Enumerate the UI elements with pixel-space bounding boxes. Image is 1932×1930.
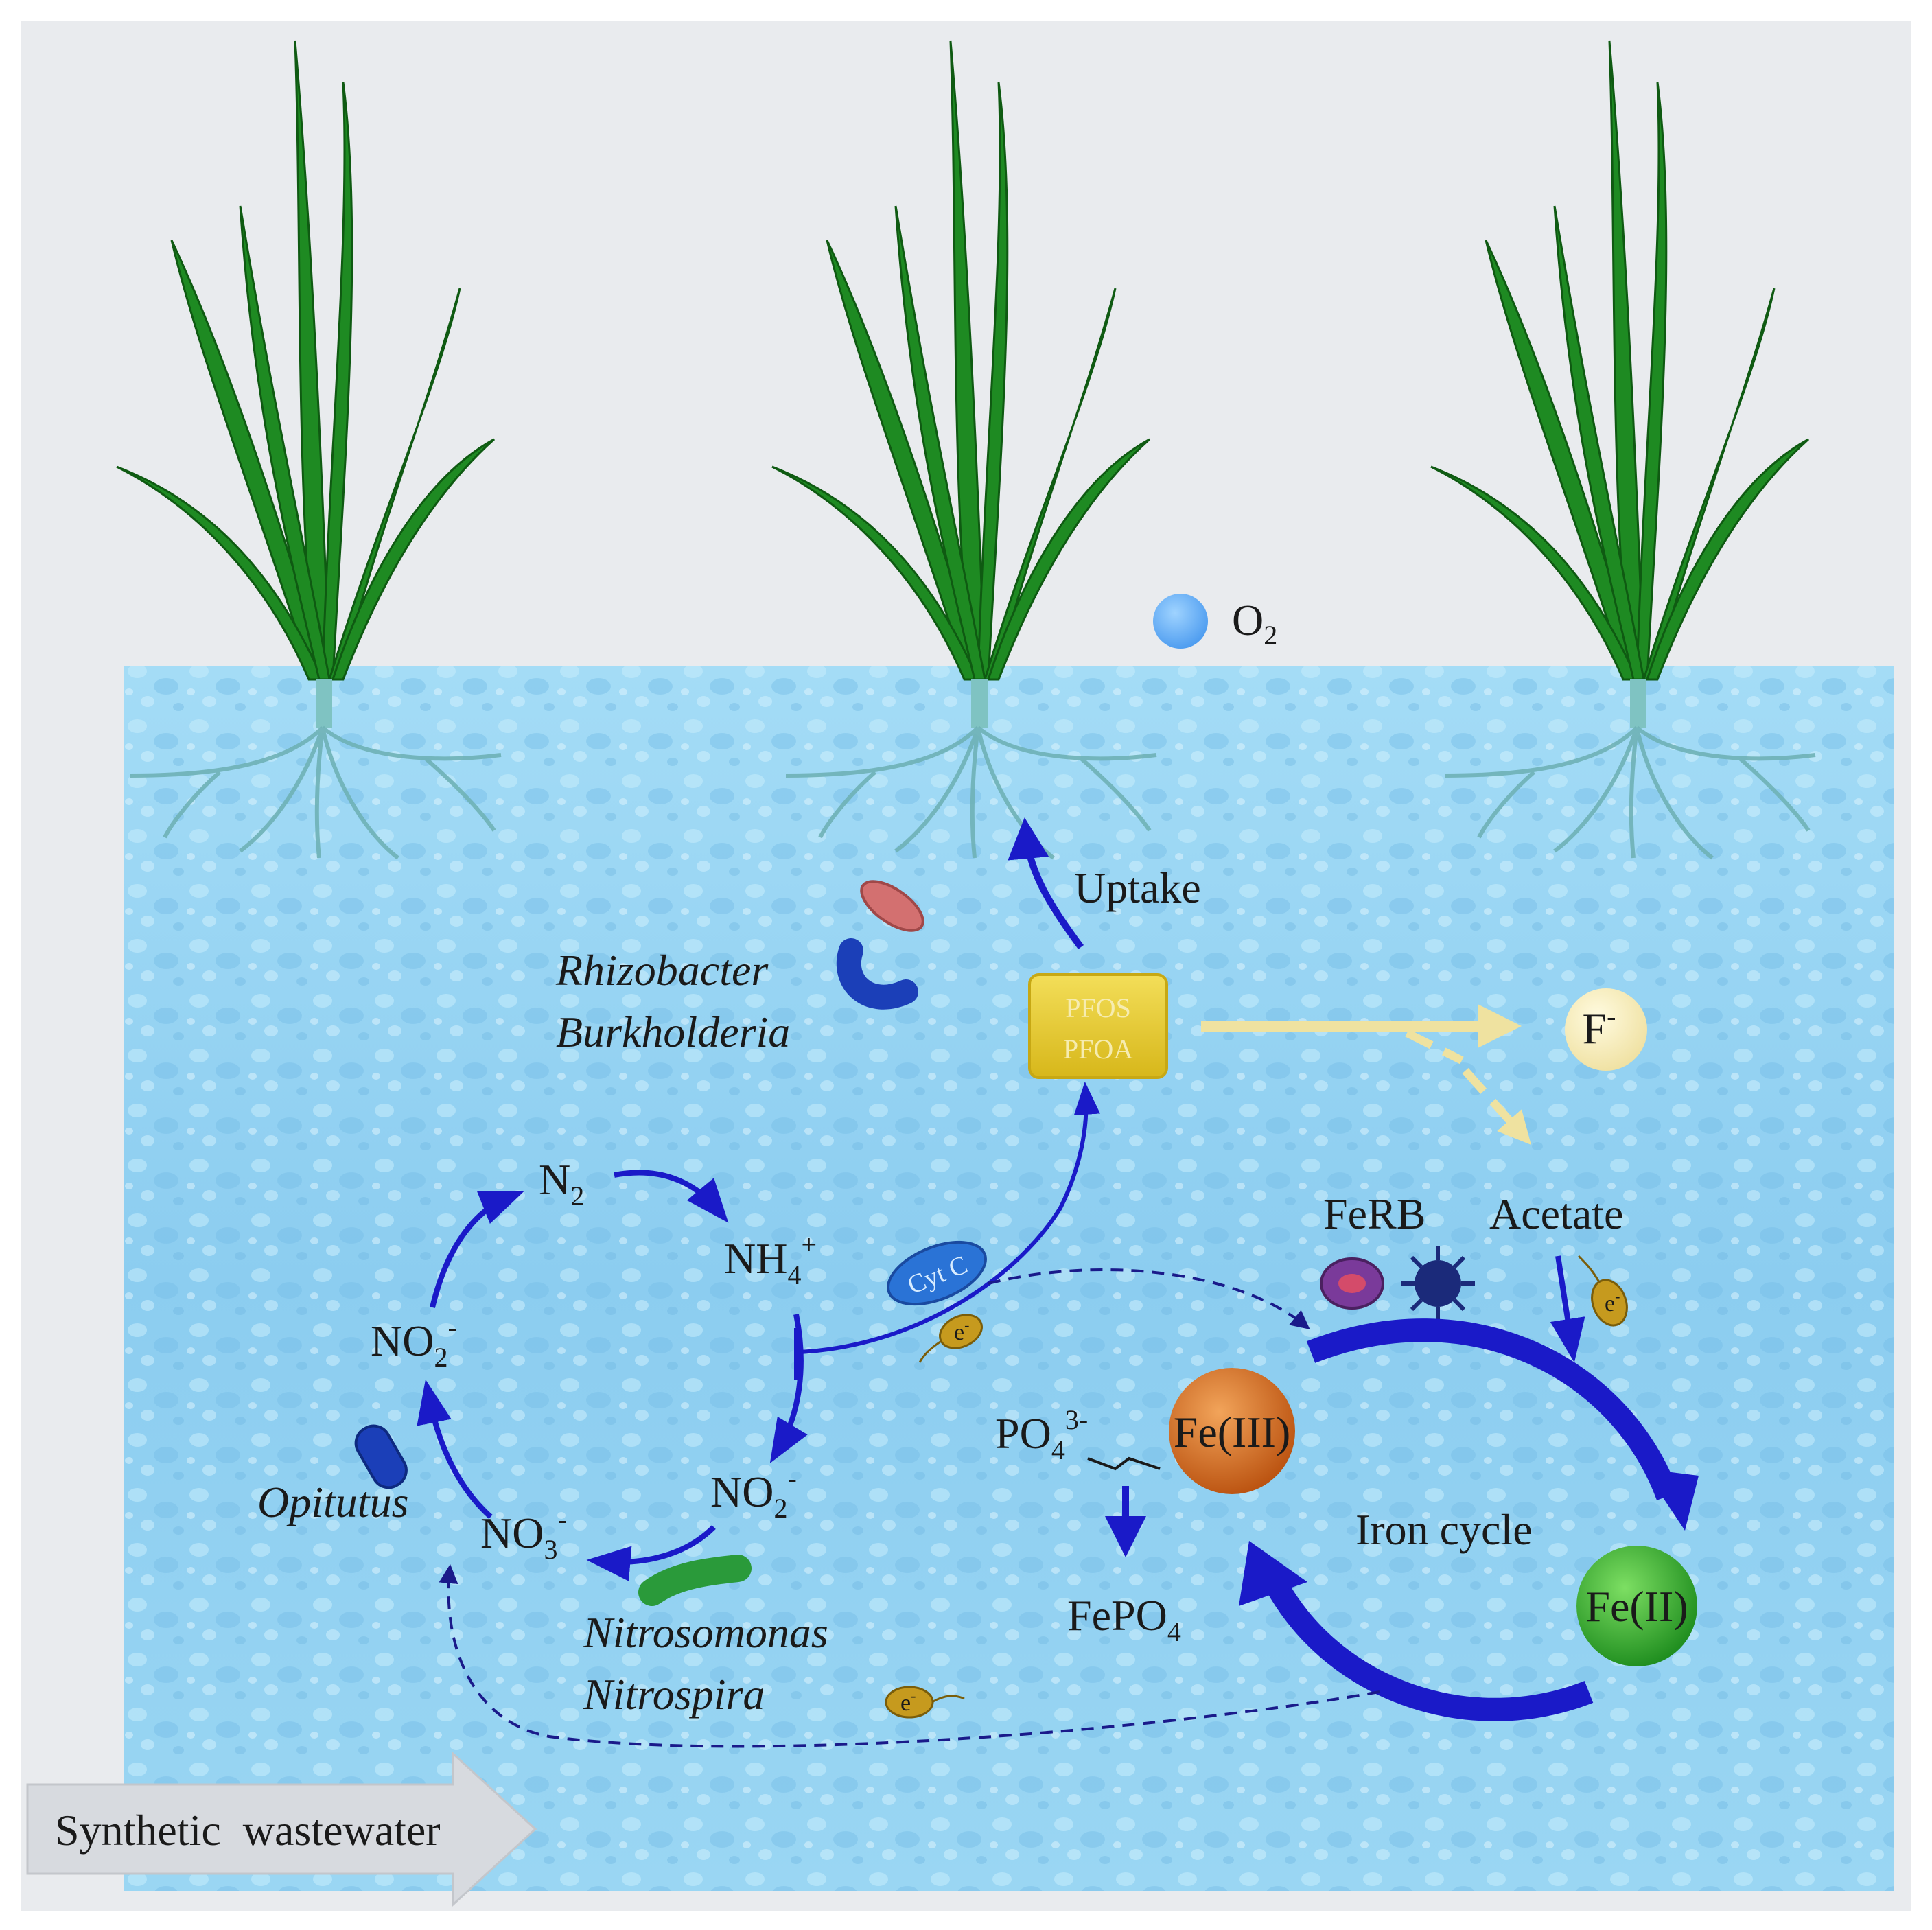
plant-middle	[771, 40, 1157, 860]
no2-to-n2-arrow	[430, 1191, 524, 1308]
fe2-ion	[1576, 1546, 1697, 1666]
plant-left	[116, 40, 502, 860]
acetate-label: Acetate	[1489, 1189, 1623, 1238]
plant-leaves	[1430, 40, 1810, 681]
no3-to-no2-arrow	[417, 1379, 493, 1519]
iron-cycle-upper-arrow	[1306, 1318, 1679, 1500]
no3-label: NO3-	[480, 1504, 567, 1565]
oxygen-label: O2	[1232, 596, 1277, 651]
fluoride-ion	[1565, 988, 1647, 1071]
po4-bond-zigzag	[1087, 1456, 1161, 1471]
nitrosomonas-cell	[638, 1555, 752, 1606]
plant-stem	[971, 679, 988, 728]
fe3-ion	[1169, 1368, 1295, 1494]
burkholderia-cell	[836, 938, 918, 1010]
nh4-label: NH4+	[724, 1229, 817, 1290]
fluoride-label: F-	[1583, 1001, 1616, 1053]
electron-acetate: e-	[1577, 1255, 1628, 1327]
no2-bottom-label: NO2-	[710, 1463, 797, 1524]
cytc-cloud: Cyt C	[887, 1240, 987, 1306]
ferb-cell-core	[1338, 1274, 1366, 1293]
electron-cytc: e-	[918, 1314, 983, 1363]
ferb-spiky-cell	[1401, 1246, 1475, 1321]
acetate-production-arrow	[1462, 1068, 1531, 1145]
nh4-to-no2-arrow	[769, 1314, 808, 1463]
pfoa-label: PFOA	[1063, 1034, 1133, 1065]
defluorination-branch	[1405, 1029, 1464, 1065]
n2-label: N2	[539, 1155, 584, 1211]
plant-roots	[1444, 725, 1816, 860]
pfos-label: PFOS	[1065, 992, 1131, 1023]
oxygen-bubble	[1153, 594, 1208, 649]
no2-to-no3-arrow	[586, 1525, 716, 1581]
electron-transfer-arrow	[988, 1268, 1310, 1329]
acetate-to-iron-arrow	[1550, 1255, 1585, 1363]
uptake-arrow	[1008, 817, 1084, 949]
iron-cycle-label: Iron cycle	[1355, 1505, 1533, 1554]
wastewater-inflow-arrow	[26, 1751, 537, 1907]
fe2-label: Fe(II)	[1585, 1582, 1688, 1631]
ferb-label: FeRB	[1323, 1189, 1425, 1238]
rhizobacter-label: Rhizobacter	[555, 946, 769, 995]
electron-bottom-label: e-	[900, 1687, 916, 1716]
plant-stem	[316, 679, 332, 728]
nitrospira-label: Nitrospira	[583, 1670, 765, 1719]
opitutus-label: Opitutus	[257, 1478, 408, 1526]
n2-to-nh4-arrow	[614, 1170, 729, 1223]
wastewater-label: Synthetic wastewater	[55, 1806, 441, 1855]
plant-leaves	[771, 40, 1151, 681]
rhizobacter-cell	[860, 880, 924, 932]
plant-leaves	[116, 40, 496, 681]
iron-cycle-lower-arrow	[1266, 1579, 1594, 1721]
nh4-to-pfos-arrow	[799, 1081, 1101, 1354]
burkholderia-label: Burkholderia	[556, 1008, 790, 1056]
no2-left-label: NO2-	[371, 1312, 457, 1373]
plant-roots	[130, 725, 502, 860]
fe3-label: Fe(III)	[1174, 1408, 1291, 1456]
iron-cycle-lower-arrowhead	[1239, 1541, 1307, 1606]
plant-right	[1430, 40, 1816, 860]
po4-label: PO43-	[995, 1404, 1088, 1465]
pfos-pfoa-box	[1028, 973, 1168, 1079]
plant-roots	[785, 725, 1157, 860]
plant-stem	[1630, 679, 1646, 728]
nitrosomonas-label: Nitrosomonas	[583, 1608, 828, 1657]
electron-bottom: e-	[885, 1686, 965, 1719]
uptake-label: Uptake	[1074, 863, 1201, 912]
opitutus-cell	[354, 1424, 408, 1489]
electron-acetate-label: e-	[1605, 1288, 1620, 1316]
iron-cycle-upper-arrowhead	[1644, 1469, 1699, 1531]
fepo4-label: FePO4	[1067, 1591, 1181, 1647]
electron-cytc-label: e-	[954, 1316, 969, 1345]
electron-return-arrow	[439, 1563, 1380, 1748]
